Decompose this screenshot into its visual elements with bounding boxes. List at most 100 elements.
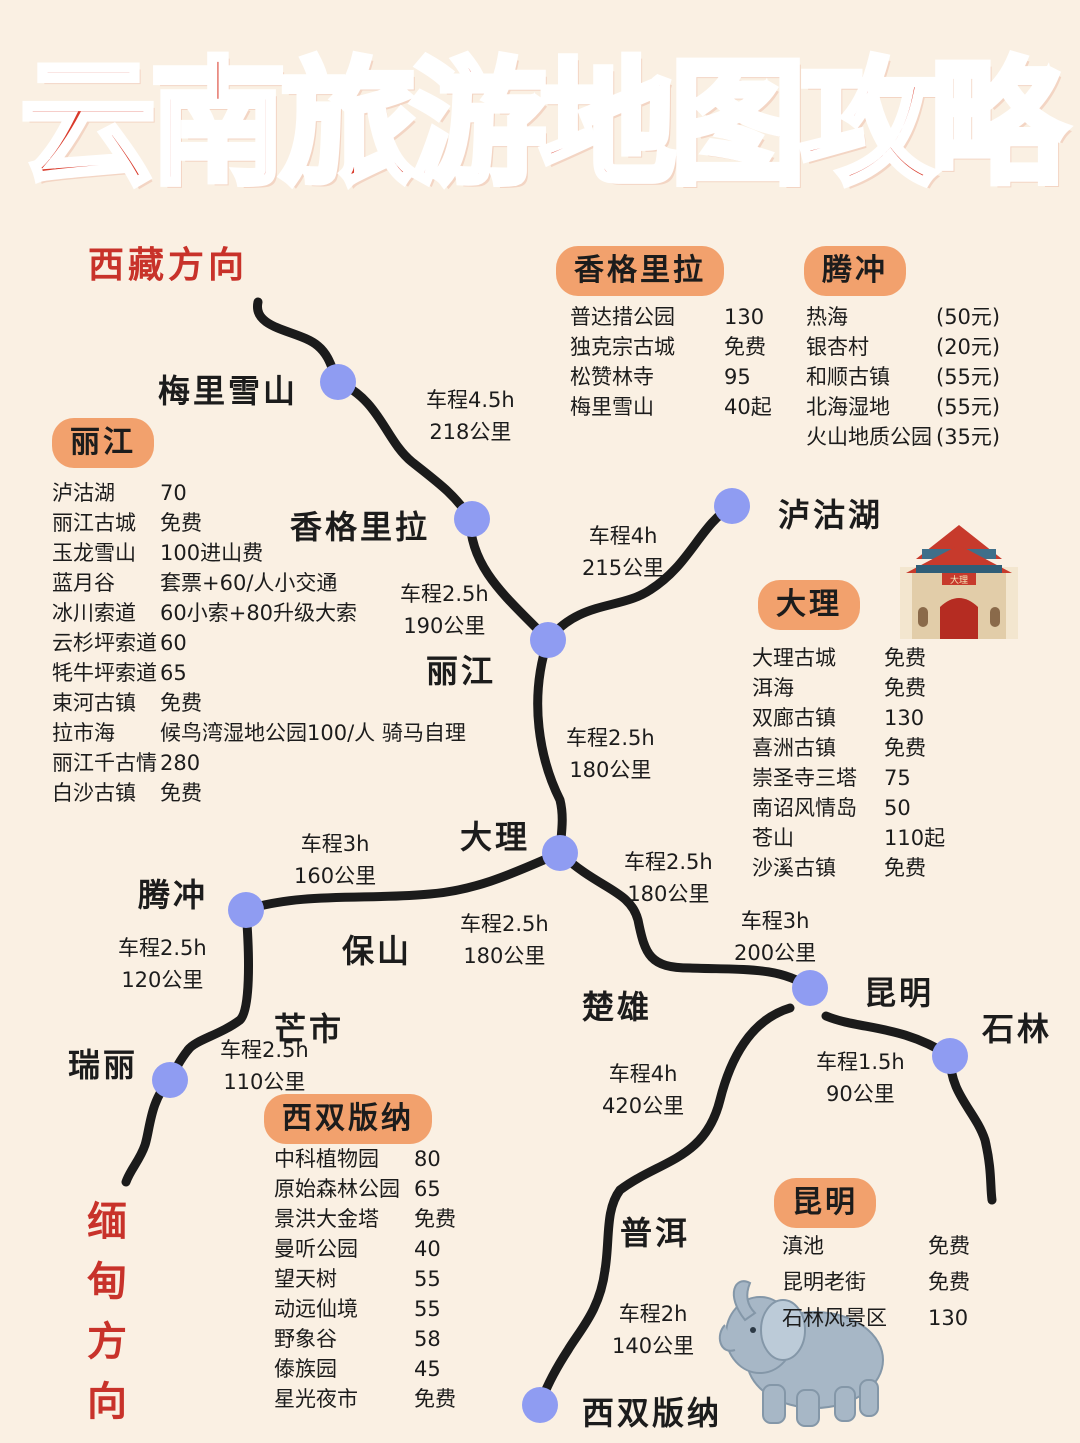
attraction-item: 热海(50元): [806, 302, 1000, 332]
city-lijiang: 丽江: [426, 652, 497, 690]
attraction-item: 景洪大金塔免费: [274, 1204, 456, 1234]
node-tengchong: [228, 892, 264, 928]
attraction-price: (55元): [936, 395, 1001, 419]
attraction-name: 火山地质公园: [806, 425, 932, 449]
attraction-price: 免费: [928, 1234, 970, 1258]
attraction-price: 免费: [160, 781, 202, 805]
segment-distance: 180公里: [463, 944, 546, 968]
segment-puer-xsbn: 车程2h 140公里: [612, 1298, 694, 1362]
attraction-price: 100进山费: [160, 541, 264, 565]
attraction-item: 和顺古镇(55元): [806, 362, 1000, 392]
attraction-name: 北海湿地: [806, 395, 890, 419]
attraction-price: 免费: [884, 736, 926, 760]
segment-distance: 200公里: [734, 941, 817, 965]
attraction-price: 45: [414, 1357, 441, 1381]
attraction-item: 梅里雪山 40起: [570, 392, 772, 422]
attraction-price: 65: [160, 661, 187, 685]
attraction-price: 130: [928, 1306, 969, 1330]
attraction-price: 65: [414, 1177, 441, 1201]
attraction-price: 75: [884, 766, 911, 790]
city-lugu: 泸沽湖: [778, 496, 884, 534]
attraction-price: 50: [884, 796, 911, 820]
attraction-name: 普达措公园: [570, 305, 675, 329]
city-chuxiong: 楚雄: [582, 988, 653, 1026]
attraction-name: 冰川索道: [52, 601, 136, 625]
attraction-price: 80: [414, 1147, 441, 1171]
attraction-item: 滇池免费: [782, 1228, 970, 1264]
city-shangri: 香格里拉: [290, 508, 431, 546]
attraction-item: 昆明老街 免费: [782, 1264, 970, 1300]
attraction-item: 丽江古城免费: [52, 508, 466, 538]
attraction-price: (35元): [936, 425, 1001, 449]
attraction-name: 梅里雪山: [570, 395, 654, 419]
route-lijiang-dali: [533, 635, 567, 858]
attraction-item: 白沙古镇免费: [52, 778, 466, 808]
city-mangshi: 芒市: [274, 1010, 345, 1048]
attraction-name: 景洪大金塔: [274, 1207, 379, 1231]
route-meili-shangri: [333, 377, 475, 523]
list-tengchong: 热海(50元)银杏村(20元)和顺古镇(55元) 北海湿地 (55元)火山地质公园(…: [806, 302, 1000, 452]
attraction-name: 牦牛坪索道: [52, 661, 157, 685]
segment-meili-shangri: 车程4.5h 218公里: [426, 384, 515, 448]
route-shilin-end: [945, 1051, 997, 1205]
attraction-name: 曼听公园: [274, 1237, 358, 1261]
attraction-price: 免费: [724, 335, 766, 359]
attraction-name: 喜洲古镇: [752, 736, 836, 760]
attraction-name: 白沙古镇: [52, 781, 136, 805]
segment-time: 车程3h: [300, 832, 370, 856]
node-shilin: [932, 1038, 968, 1074]
attraction-price: 60: [160, 631, 187, 655]
attraction-price: 40起: [724, 395, 772, 419]
attraction-name: 原始森林公园: [274, 1177, 400, 1201]
attraction-item: 原始森林公园 65: [274, 1174, 456, 1204]
node-kunming: [792, 970, 828, 1006]
attraction-name: 泸沽湖: [52, 481, 115, 505]
route-puer-xsbn: [535, 1265, 610, 1410]
direction-tibet: 西藏方向: [88, 245, 249, 286]
attraction-price: 免费: [928, 1270, 970, 1294]
segment-time: 车程1.5h: [816, 1050, 905, 1074]
node-ruili: [152, 1062, 188, 1098]
segment-distance: 110公里: [223, 1070, 306, 1094]
attraction-name: 丽江千古情: [52, 751, 157, 775]
page-title: 云南旅游地图攻略: [17, 43, 1069, 207]
segment-distance: 420公里: [602, 1094, 685, 1118]
node-lijiang: [530, 622, 566, 658]
attraction-price: 免费: [884, 646, 926, 670]
attraction-item: 洱海免费: [752, 673, 945, 703]
attraction-item: 拉市海候鸟湾湿地公园100/人 骑马自理: [52, 718, 466, 748]
city-baoshan: 保山: [342, 932, 413, 970]
segment-distance: 160公里: [294, 864, 377, 888]
city-xsbn: 西双版纳: [582, 1394, 723, 1432]
segment-time: 车程3h: [740, 909, 810, 933]
segment-lijiang-lugu: 车程4h 215公里: [582, 520, 664, 584]
segment-time: 车程2.5h: [460, 912, 549, 936]
segment-time: 车程2h: [618, 1302, 688, 1326]
pill-lijiang: 丽江: [52, 418, 154, 468]
segment-distance: 218公里: [429, 420, 512, 444]
attraction-price: 130: [884, 706, 925, 730]
attraction-name: 云杉坪索道: [52, 631, 157, 655]
attraction-name: 昆明老街: [782, 1270, 866, 1294]
attraction-name: 独克宗古城: [570, 335, 675, 359]
attraction-item: 银杏村(20元): [806, 332, 1000, 362]
segment-distance: 140公里: [612, 1334, 695, 1358]
route-dali-chuxiong: [555, 848, 815, 993]
segment-distance: 215公里: [582, 556, 665, 580]
attraction-name: 傣族园: [274, 1357, 337, 1381]
